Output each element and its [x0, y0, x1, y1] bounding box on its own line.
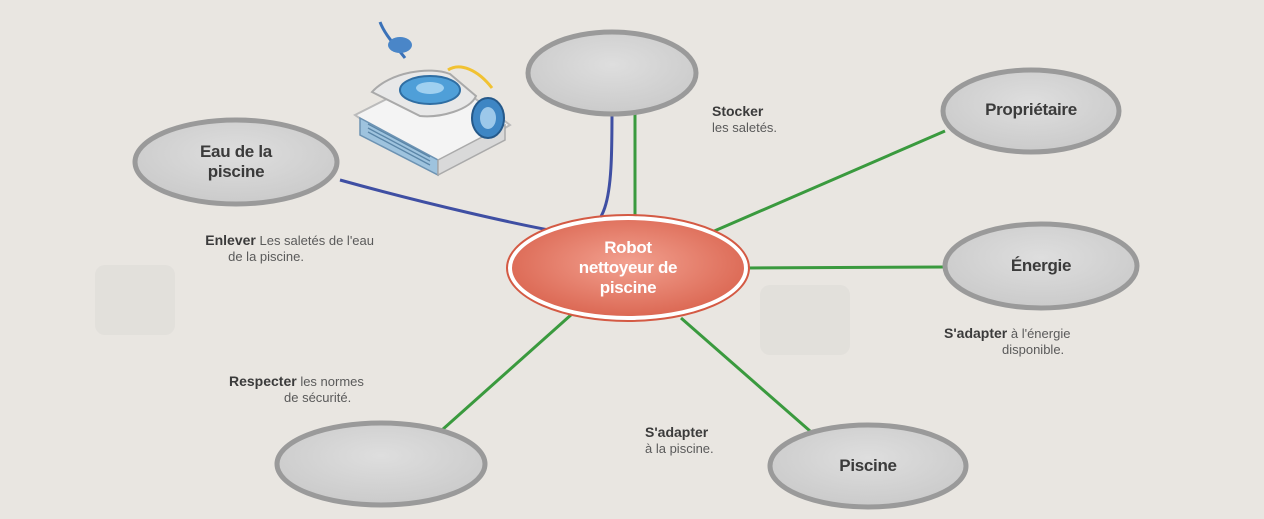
caption-respecter-text2: de sécurité. — [284, 390, 352, 405]
node-eau-label-line1: Eau de la — [200, 142, 272, 161]
node-eau-label-line2: piscine — [207, 162, 265, 181]
caption-enlever-text1: Les saletés de l'eau — [255, 233, 374, 248]
caption-stocker: Stocker les saletés. — [712, 103, 777, 136]
caption-stocker-verb: Stocker — [712, 103, 764, 119]
caption-piscine: S'adapter à la piscine. — [645, 424, 714, 457]
caption-energie-text2: disponible. — [1002, 342, 1065, 357]
caption-enlever-text2: de la piscine. — [228, 249, 304, 264]
caption-respecter-text1: les normes — [296, 374, 364, 389]
node-piscine — [767, 422, 969, 510]
link-respecter — [441, 312, 573, 432]
center-node — [508, 216, 748, 320]
caption-energie-verb: S'adapter — [944, 325, 1008, 341]
node-eau-label: Eau de la piscine — [176, 142, 296, 182]
pool-robot-icon — [353, 21, 512, 177]
node-energie — [942, 221, 1140, 311]
node-proprietaire — [940, 67, 1122, 155]
link-proprietaire — [711, 129, 946, 234]
center-label-line1: Robot — [604, 238, 652, 257]
background-ghost — [95, 265, 175, 335]
caption-stocker-text: les saletés. — [712, 120, 778, 135]
center-node-label: Robot nettoyeur de piscine — [548, 238, 708, 298]
node-energie-label: Énergie — [1010, 256, 1072, 275]
link-energie — [745, 265, 945, 270]
node-piscine-label: Piscine — [839, 456, 897, 475]
link-piscine — [680, 316, 811, 433]
node-eau — [132, 117, 340, 207]
caption-energie-text1: à l'énergie — [1007, 326, 1071, 341]
caption-enlever: Enlever Les saletés de l'eau de la pisci… — [104, 232, 374, 265]
center-label-line3: piscine — [599, 278, 657, 297]
node-proprietaire-label: Propriétaire — [985, 100, 1077, 119]
caption-energie: S'adapter à l'énergie disponible. — [944, 325, 1174, 358]
center-label-line2: nettoyeur de — [578, 258, 678, 277]
center-node-outline — [506, 214, 750, 322]
caption-respecter: Respecter les normes de sécurité. — [229, 373, 459, 406]
node-stocker — [525, 29, 699, 117]
background-ghost — [760, 285, 850, 355]
caption-respecter-verb: Respecter — [229, 373, 297, 389]
caption-piscine-verb: S'adapter — [645, 424, 709, 440]
node-respecter — [274, 420, 488, 508]
caption-piscine-text: à la piscine. — [645, 441, 714, 456]
caption-enlever-verb: Enlever — [205, 232, 256, 248]
